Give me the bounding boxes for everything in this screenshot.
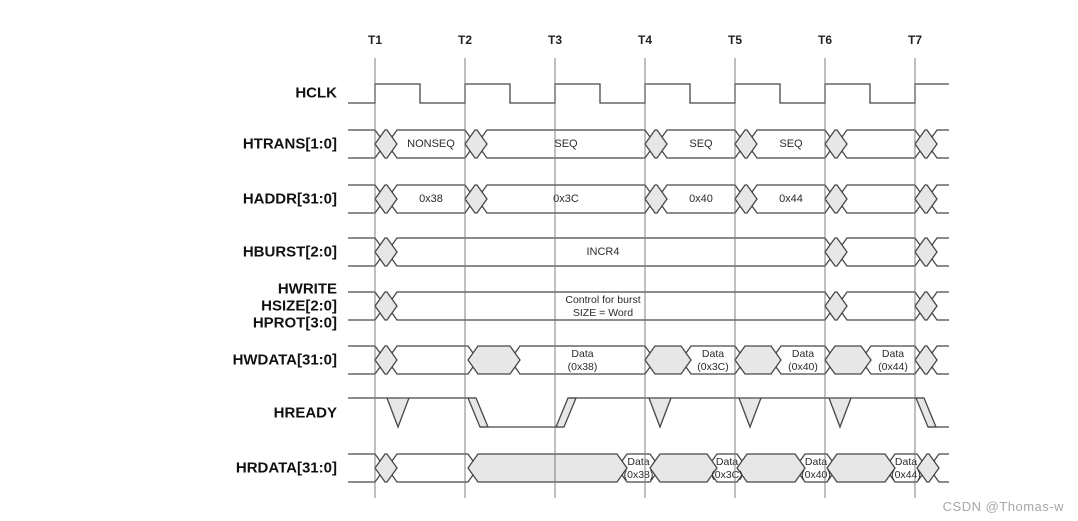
signal-label-hwrite: HWRITE <box>278 281 337 298</box>
signal-label-htrans: HTRANS[1:0] <box>243 136 337 153</box>
bus-value-label: (0x3C) <box>697 361 729 373</box>
signal-row-haddr: HADDR[31:0] 0x38 0x3C 0x40 0x44 <box>243 184 949 214</box>
bus-transition <box>826 453 896 483</box>
bus-transition <box>914 184 938 214</box>
bus-value-label: Data <box>571 348 593 360</box>
bus-valid-segment <box>386 345 479 375</box>
bus-value-label: (0x40) <box>801 469 831 481</box>
bus-transition <box>824 129 848 159</box>
bus-value-label: (0x40) <box>788 361 818 373</box>
signal-label-hclk: HCLK <box>295 85 337 102</box>
bus-value-label: Data <box>716 456 738 468</box>
bus-valid-segment <box>386 453 479 483</box>
signal-label-hwrite: HSIZE[2:0] <box>261 298 337 315</box>
time-label-t3: T3 <box>548 33 562 47</box>
signal-label-hrdata: HRDATA[31:0] <box>236 460 337 477</box>
clock-waveform <box>348 83 949 104</box>
bus-transition <box>374 345 398 375</box>
bus-transition <box>734 184 758 214</box>
hready-sample-notch <box>386 397 410 429</box>
signal-label-hwrite: HPROT[3:0] <box>253 315 337 332</box>
hready-sample-notch <box>738 397 762 429</box>
bus-value-label: Data <box>882 348 904 360</box>
bus-value-label: SIZE = Word <box>573 307 633 319</box>
bus-value-label: Data <box>895 456 917 468</box>
bus-transition <box>734 345 782 375</box>
bus-value-label: Data <box>792 348 814 360</box>
time-grid: T1 T2 T3 T4 T5 T6 T7 <box>368 33 922 498</box>
bus-value-label: Data <box>702 348 724 360</box>
hready-sample-notch <box>828 397 852 429</box>
time-label-t2: T2 <box>458 33 472 47</box>
bus-transition <box>467 345 521 375</box>
bus-transition <box>914 129 938 159</box>
bus-valid-segment <box>836 291 926 321</box>
signal-label-hburst: HBURST[2:0] <box>243 244 337 261</box>
bus-valid-segment <box>836 237 926 267</box>
bus-value-label: SEQ <box>689 138 713 150</box>
signal-row-hrdata: HRDATA[31:0]Data(0x38)Data(0x3C)Data(0x4… <box>236 453 949 483</box>
bus-transition <box>374 184 398 214</box>
signal-row-hready: HREADY <box>274 397 949 429</box>
bus-value-label: (0x44) <box>878 361 908 373</box>
signal-row-hclk: HCLK <box>295 83 949 104</box>
bus-transition <box>916 453 940 483</box>
time-label-t6: T6 <box>818 33 832 47</box>
hready-fall <box>915 397 937 428</box>
bus-transition <box>644 129 668 159</box>
bus-transition <box>644 184 668 214</box>
time-label-t4: T4 <box>638 33 652 47</box>
bus-transition <box>914 345 938 375</box>
bus-transition <box>914 237 938 267</box>
bus-value-label: (0x3C) <box>711 469 743 481</box>
signal-label-hwdata: HWDATA[31:0] <box>233 352 337 369</box>
bus-transition <box>824 184 848 214</box>
bus-valid-segment <box>836 184 926 214</box>
signal-label-haddr: HADDR[31:0] <box>243 191 337 208</box>
signal-row-htrans: HTRANS[1:0] NONSEQ SEQ SEQ SEQ <box>243 129 949 159</box>
signal-label-hready: HREADY <box>274 405 337 422</box>
bus-value-label: 0x38 <box>419 193 443 205</box>
bus-transition <box>467 453 628 483</box>
time-label-t5: T5 <box>728 33 742 47</box>
bus-value-label: (0x38) <box>568 361 598 373</box>
bus-valid-segment <box>836 129 926 159</box>
watermark: CSDN @Thomas-w <box>942 499 1064 514</box>
bus-value-label: Data <box>805 456 827 468</box>
bus-transition <box>464 184 488 214</box>
bus-value-label: 0x44 <box>779 193 803 205</box>
bus-transition <box>649 453 718 483</box>
hready-fall <box>467 397 489 428</box>
bus-transition <box>374 453 398 483</box>
bus-value-label: NONSEQ <box>407 138 455 150</box>
bus-transition <box>736 453 806 483</box>
bus-transition <box>644 345 692 375</box>
time-label-t1: T1 <box>368 33 382 47</box>
bus-transition <box>824 291 848 321</box>
bus-transition <box>374 291 398 321</box>
bus-value-label: Data <box>627 456 649 468</box>
bus-value-label: (0x44) <box>891 469 921 481</box>
signal-row-hburst: HBURST[2:0] INCR4 <box>243 237 949 267</box>
bus-value-label: INCR4 <box>586 246 619 258</box>
bus-transition <box>734 129 758 159</box>
bus-value-label: (0x38) <box>624 469 654 481</box>
bus-value-label: SEQ <box>554 138 578 150</box>
bus-transition <box>824 345 872 375</box>
time-label-t7: T7 <box>908 33 922 47</box>
hready-rise <box>555 397 577 428</box>
hready-sample-notch <box>648 397 672 429</box>
bus-transition <box>914 291 938 321</box>
bus-value-label: 0x40 <box>689 193 713 205</box>
bus-value-label: SEQ <box>779 138 803 150</box>
bus-transition <box>824 237 848 267</box>
bus-transition <box>374 237 398 267</box>
signal-row-hwdata: HWDATA[31:0]Data(0x38)Data(0x3C)Data(0x4… <box>233 345 949 375</box>
bus-transition <box>374 129 398 159</box>
bus-value-label: Control for burst <box>565 294 640 306</box>
bus-transition <box>464 129 488 159</box>
bus-value-label: 0x3C <box>553 193 579 205</box>
